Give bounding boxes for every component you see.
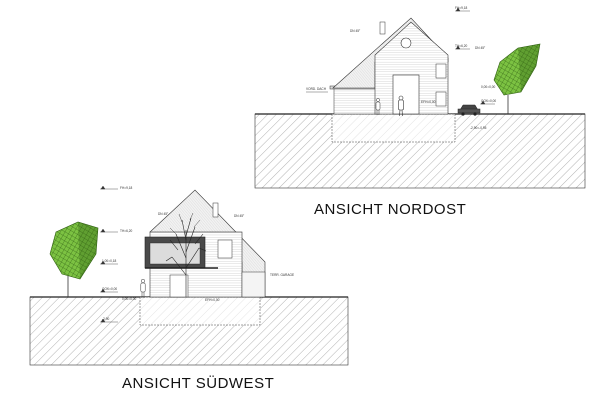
label-ridge: FH=9,18: [455, 6, 468, 10]
tree-icon: [493, 43, 541, 114]
label-terrain: GOK=0,00: [102, 287, 117, 291]
person-icon: [398, 95, 404, 117]
view-title-suedwest: ANSICHT SÜDWEST: [122, 375, 275, 392]
window-sw: [217, 239, 233, 259]
chimney: [379, 21, 386, 35]
view-nordost: FH=9,18 TH=6,20 DN 45° DN 45° 0,00=0,00 …: [254, 6, 586, 189]
label-pitch-right: DN 45°: [234, 214, 245, 218]
level-marker-icon: [100, 185, 118, 323]
window-ne-2: [435, 91, 447, 107]
entrance-opening: [392, 74, 420, 115]
basement-outline: [331, 113, 456, 143]
label-ground: 0,00=0,00: [481, 85, 495, 89]
tree-icon: [165, 212, 207, 297]
car-icon: [457, 104, 481, 116]
view-title-nordost: ANSICHT NORDOST: [314, 201, 467, 218]
label-upper: 1,00=0,18: [102, 259, 116, 263]
label-basement: -2,90: [102, 317, 109, 321]
carport: [333, 87, 377, 115]
chimney: [212, 202, 219, 218]
label-floor: EFH=0,00: [205, 298, 220, 302]
window-ne-1: [435, 63, 447, 79]
person-icon: [140, 278, 146, 298]
door-sw: [169, 274, 189, 298]
label-pitch-right: DN 45°: [475, 46, 486, 50]
basement-outline: [139, 296, 261, 326]
label-eave: TH=6,20: [455, 44, 468, 48]
view-suedwest: FH=9,18 TH=6,20 DN 45° DN 45° 1,00=0,18 …: [29, 185, 349, 366]
label-terrace: TERR. GARAGE: [270, 273, 294, 277]
label-pitch-left: DN 45°: [158, 212, 169, 216]
round-window: [400, 37, 412, 49]
tree-icon: [49, 221, 99, 297]
level-marker-icon: [306, 7, 495, 105]
person-icon: [375, 98, 381, 115]
label-canopy: VORD. DACH: [306, 87, 327, 91]
garage-side: [241, 271, 266, 298]
label-floor: EFH=0,00: [421, 100, 436, 104]
label-ground: 0,00=0,00: [122, 297, 136, 301]
label-basement: -2,90=-0,95: [470, 126, 487, 130]
label-eave: TH=6,20: [120, 229, 133, 233]
label-terrain: GOK=0,00: [481, 99, 496, 103]
label-pitch-left: DN 45°: [350, 29, 361, 33]
label-ridge: FH=9,18: [120, 186, 133, 190]
